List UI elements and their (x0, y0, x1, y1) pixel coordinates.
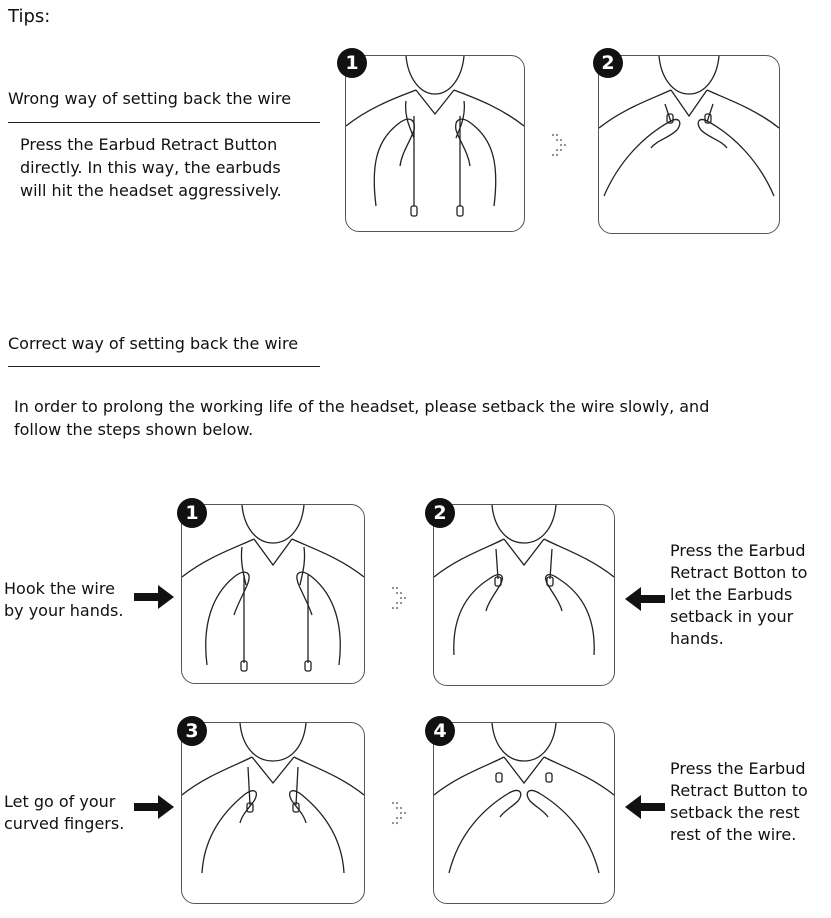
step-3-panel (181, 722, 365, 904)
step-4-left-arrow-icon (625, 795, 665, 819)
step-4-caption: Press the Earbud Retract Button to setba… (670, 758, 808, 846)
step-1-panel (181, 504, 365, 684)
step-3-illustration (182, 723, 364, 903)
step-1-to-2-arrow-icon (390, 585, 410, 611)
step-1-illustration (182, 505, 364, 683)
wrong-way-heading: Wrong way of setting back the wire (8, 88, 291, 109)
correct-way-description: In order to prolong the working life of … (14, 395, 709, 441)
step-3-right-arrow-icon (134, 795, 174, 819)
step-3-caption: Let go of your curved fingers. (4, 791, 124, 835)
wrong-step-1-badge: 1 (337, 48, 367, 78)
correct-way-heading: Correct way of setting back the wire (8, 333, 298, 354)
tips-heading: Tips: (8, 6, 50, 27)
step-1-right-arrow-icon (134, 585, 174, 609)
step-2-badge: 2 (425, 498, 455, 528)
wrong-step-2-panel (598, 55, 780, 234)
correct-way-underline (8, 366, 320, 367)
step-3-badge: 3 (177, 716, 207, 746)
step-2-illustration (434, 505, 614, 685)
wrong-way-description: Press the Earbud Retract Button directly… (20, 133, 282, 202)
wrong-step-2-illustration (599, 56, 779, 233)
step-2-panel (433, 504, 615, 686)
wrong-step-2-badge: 2 (593, 48, 623, 78)
wrong-next-step-arrow-icon (550, 132, 570, 158)
step-1-caption: Hook the wire by your hands. (4, 578, 123, 622)
step-4-badge: 4 (425, 716, 455, 746)
wrong-way-underline (8, 122, 320, 123)
step-3-to-4-arrow-icon (390, 800, 410, 826)
step-2-left-arrow-icon (625, 587, 665, 611)
step-2-caption: Press the Earbud Retract Botton to let t… (670, 540, 807, 650)
step-4-panel (433, 722, 615, 904)
step-4-illustration (434, 723, 614, 903)
wrong-step-1-illustration (346, 56, 524, 231)
wrong-step-1-panel (345, 55, 525, 232)
step-1-badge: 1 (177, 498, 207, 528)
